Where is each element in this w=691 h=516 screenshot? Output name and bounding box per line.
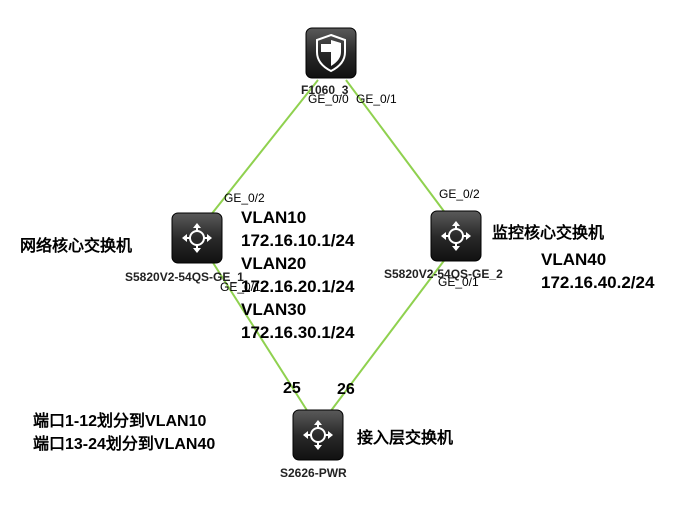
vlan-line: 172.16.10.1/24: [241, 231, 355, 250]
link-fw-to-core: [209, 79, 319, 217]
port-access-left: 25: [283, 380, 301, 397]
access-port-notes: 端口1-12划分到VLAN10 端口13-24划分到VLAN40: [33, 410, 215, 456]
port-core-up: GE_0/2: [224, 191, 265, 205]
link-monitor-to-access: [329, 257, 447, 413]
port-note: 端口13-24划分到VLAN40: [33, 436, 216, 453]
port-monitor-up: GE_0/2: [439, 187, 480, 201]
monitor-switch-role: 监控核心交换机: [492, 225, 605, 242]
vlan-line: VLAN30: [241, 300, 307, 319]
monitor-vlan-list: VLAN40 172.16.40.2/24: [541, 248, 654, 294]
firewall-shield-icon: [316, 33, 346, 73]
port-access-right: 26: [337, 381, 355, 398]
core-switch-device[interactable]: [171, 212, 223, 264]
link-fw-to-monitor: [345, 79, 447, 215]
core-vlan-list: VLAN10 172.16.10.1/24 VLAN20 172.16.20.1…: [241, 206, 354, 344]
port-fw-right: GE_0/1: [356, 92, 397, 106]
vlan-line: VLAN20: [241, 254, 307, 273]
link-core-to-access: [209, 257, 309, 413]
monitor-switch-device[interactable]: [430, 210, 482, 262]
port-monitor-down: GE_0/1: [438, 275, 479, 289]
access-switch-role: 接入层交换机: [357, 430, 454, 447]
access-switch-device[interactable]: [292, 409, 344, 461]
port-core-down: GE_0/1: [220, 280, 261, 294]
core-switch-name: S5820V2-54QS-GE_1: [125, 270, 244, 284]
firewall-name: F1060_3: [301, 83, 349, 97]
monitor-switch-name: S5820V2-54QS-GE_2: [384, 267, 503, 281]
port-note: 端口1-12划分到VLAN10: [33, 413, 207, 430]
firewall-device[interactable]: [305, 27, 357, 79]
vlan-line: 172.16.30.1/24: [241, 323, 355, 342]
access-switch-name: S2626-PWR: [280, 466, 347, 480]
core-switch-role: 网络核心交换机: [20, 238, 133, 255]
port-fw-left: GE_0/0: [308, 92, 349, 106]
vlan-line: VLAN40: [541, 250, 607, 269]
vlan-line: 172.16.20.1/24: [241, 277, 355, 296]
vlan-line: VLAN10: [241, 208, 307, 227]
vlan-line: 172.16.40.2/24: [541, 273, 655, 292]
